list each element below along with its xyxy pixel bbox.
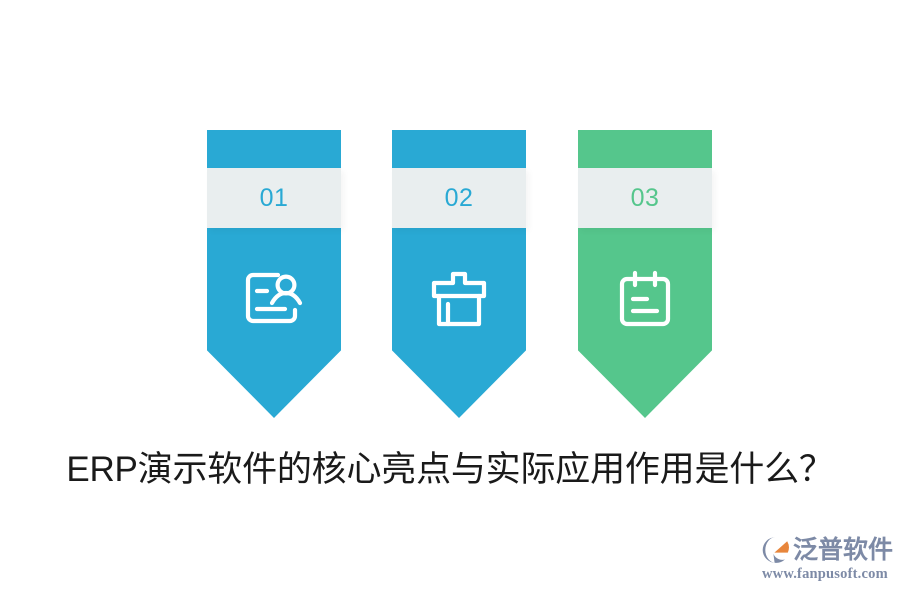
notepad-memo-icon bbox=[578, 270, 712, 328]
storefront-shop-icon bbox=[392, 270, 526, 328]
ribbon-number-band bbox=[392, 168, 526, 228]
ribbon-banner-03[interactable]: 03 bbox=[578, 130, 712, 418]
brand-logo[interactable]: 泛普软件 www.fanpusoft.com bbox=[760, 533, 893, 588]
ribbon-number-band bbox=[578, 168, 712, 228]
page-title: ERP演示软件的核心亮点与实际应用作用是什么？ bbox=[66, 450, 834, 489]
ribbon-number-label: 03 bbox=[630, 184, 660, 212]
ribbon-number-band bbox=[207, 168, 341, 228]
logo-brand-name: 泛普软件 bbox=[793, 536, 894, 564]
ribbon-banner-02[interactable]: 02 bbox=[392, 130, 526, 418]
ribbon-group: 01 02 bbox=[207, 130, 713, 420]
logo-website-url: www.fanpusoft.com bbox=[762, 566, 888, 582]
ribbon-banner-01[interactable]: 01 bbox=[207, 130, 341, 418]
ribbon-number-label: 02 bbox=[444, 184, 474, 212]
logo-row: 泛普软件 bbox=[760, 533, 893, 567]
ribbon-number-label: 01 bbox=[259, 184, 289, 212]
fanpu-crescent-logo-icon bbox=[760, 535, 790, 565]
id-card-contact-icon bbox=[207, 270, 341, 326]
